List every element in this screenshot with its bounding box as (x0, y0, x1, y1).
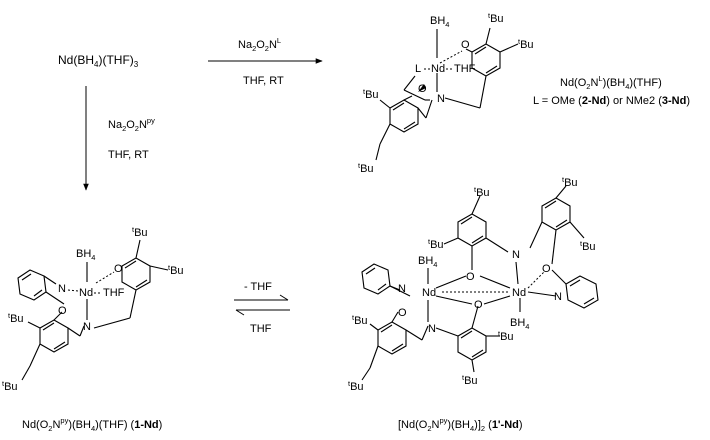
dimer-bh4-bottom: BH4 (510, 317, 529, 331)
c23-tbu-2: tBu (518, 37, 534, 51)
c1-n: N (83, 321, 91, 333)
c1-tbu-3: tBu (8, 311, 24, 325)
arrow-down: Na2O2Npy THF, RT (83, 86, 155, 191)
dimer-o-2: O (474, 299, 483, 311)
structure-complex-1: BH4 Nd THF N O O N tBu tBu tBu tBu (2, 225, 184, 393)
c1-thf: THF (103, 287, 125, 299)
dimer-nd-left: Nd (422, 287, 436, 299)
c23-o-top: O (461, 39, 470, 51)
dimer-tbu-8: tBu (462, 373, 478, 387)
dimer-o-4: O (398, 307, 407, 319)
arrow-top-conditions: THF, RT (243, 75, 284, 87)
c23-n: N (437, 93, 445, 105)
c23-l: L (415, 63, 421, 75)
complex-23-formula: Nd(O2NL)(BH4)(THF) (560, 74, 662, 91)
complex-1p-caption: [Nd(O2Npy)(BH4)]2 (1'-Nd) (398, 416, 523, 433)
dimer-nd-right: Nd (512, 287, 526, 299)
dimer-o-3: O (542, 263, 551, 275)
dimer-bh4-top: BH4 (418, 255, 437, 269)
reactant-label: Nd(BH4)(THF)3 (58, 53, 139, 69)
dimer-n-bottom: N (428, 323, 436, 335)
arrow-down-conditions: THF, RT (108, 149, 149, 161)
c1-tbu-1: tBu (132, 225, 148, 239)
complex-1-caption: Nd(O2Npy)(BH4)(THF) (1-Nd) (22, 416, 162, 433)
arrow-down-reagent: Na2O2Npy (108, 116, 155, 133)
c1-o-top: O (114, 263, 123, 275)
c1-bh4: BH4 (76, 248, 95, 262)
c23-nd: Nd (431, 63, 445, 75)
dimer-tbu-1: tBu (474, 185, 490, 199)
c23-tbu-4: tBu (358, 161, 374, 175)
c23-tbu-1: tBu (488, 11, 504, 25)
dimer-n-top: N (512, 249, 520, 261)
c23-tbu-3: tBu (363, 87, 379, 101)
dimer-tbu-4: tBu (580, 239, 596, 253)
c1-o-low: O (58, 305, 67, 317)
dimer-tbu-3: tBu (562, 175, 578, 189)
c1-tbu-4: tBu (2, 379, 18, 393)
dimer-n-py-left: N (398, 283, 406, 295)
dimer-tbu-6: tBu (348, 379, 364, 393)
c1-nd: Nd (79, 287, 93, 299)
complex-23-legend: L = OMe (2-Nd) or NMe2 (3-Nd) (533, 95, 690, 107)
arrow-top: Na2O2NL THF, RT (208, 36, 323, 87)
equilibrium-forward: - THF (244, 281, 272, 293)
c23-o-low: O (418, 83, 427, 95)
structure-dimer-1p: BH4 BH4 Nd Nd N N N N O O O O tBu tBu tB… (348, 175, 599, 393)
c1-n-py: N (58, 283, 66, 295)
dimer-o-1: O (466, 271, 475, 283)
arrow-top-reagent: Na2O2NL (238, 36, 281, 53)
dimer-tbu-7: tBu (498, 329, 514, 343)
arrow-equilibrium: - THF THF (234, 281, 290, 335)
dimer-tbu-5: tBu (352, 313, 368, 327)
c23-thf: THF (454, 63, 476, 75)
equilibrium-reverse: THF (250, 323, 272, 335)
dimer-n-py-right: N (554, 291, 562, 303)
c1-tbu-2: tBu (168, 263, 184, 277)
c23-bh4: BH4 (430, 15, 449, 29)
dimer-tbu-2: tBu (428, 237, 444, 251)
structure-complex-23: BH4 Nd THF L O O N tBu tBu tBu tBu (358, 11, 534, 175)
